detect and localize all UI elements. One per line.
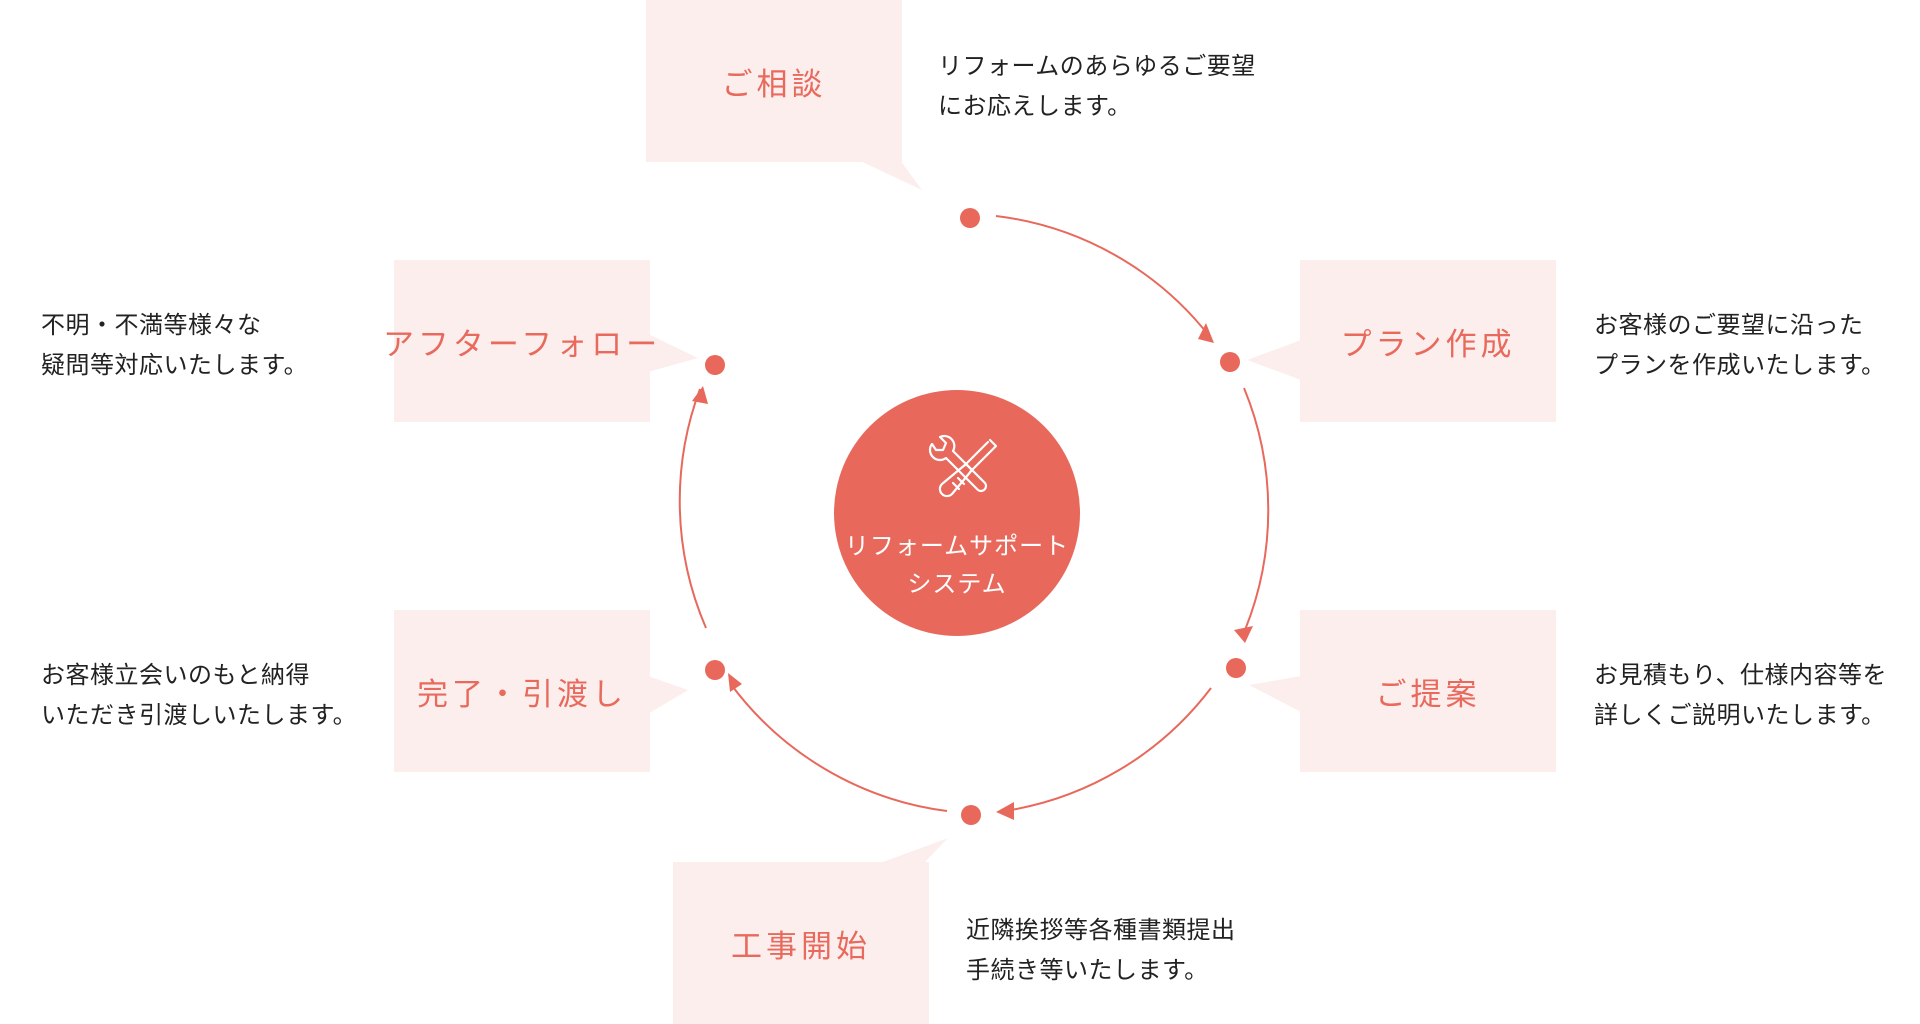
- step-desc-consultation: リフォームのあらゆるご要望 にお応えします。: [938, 52, 1256, 120]
- arc-construction-to-complete: [729, 682, 948, 812]
- node-complete: [705, 660, 725, 680]
- center-title-line1: リフォームサポート: [844, 532, 1070, 560]
- step-label-plan: プラン作成: [1340, 326, 1516, 363]
- arrowhead-to-proposal: [1234, 626, 1253, 643]
- arrowhead-to-construction: [996, 802, 1014, 820]
- arc-complete-to-after: [678, 388, 707, 629]
- step-desc-after-follow: 不明・不満等様々な 疑問等対応いたします。: [41, 311, 309, 379]
- pointer-proposal: [1249, 676, 1301, 712]
- pointer-after: [648, 334, 698, 372]
- arc-plan-to-proposal: [1243, 387, 1270, 631]
- node-proposal: [1226, 658, 1246, 678]
- step-label-consultation: ご相談: [721, 66, 827, 103]
- node-plan: [1220, 352, 1240, 372]
- step-box-plan: プラン作成: [1300, 260, 1556, 422]
- pointer-plan: [1247, 340, 1301, 380]
- arc-consult-to-plan: [995, 215, 1211, 338]
- arrowhead-to-complete: [728, 673, 742, 692]
- step-box-construction: 工事開始: [673, 862, 929, 1024]
- node-consult: [960, 208, 980, 228]
- pointer-complete: [648, 676, 688, 714]
- pointer-consult: [858, 160, 922, 190]
- arrowhead-to-plan: [1198, 323, 1214, 343]
- pointer-construction: [880, 838, 948, 863]
- center-hub: リフォームサポート システム: [834, 390, 1080, 636]
- tools-icon: [928, 434, 998, 498]
- step-box-consultation: ご相談: [646, 0, 902, 162]
- step-box-after-follow: アフターフォロー: [383, 260, 657, 422]
- arc-proposal-to-construction: [1004, 687, 1212, 812]
- node-after: [705, 355, 725, 375]
- step-desc-proposal: お見積もり、仕様内容等を 詳しくご説明いたします。: [1594, 661, 1888, 729]
- step-label-construction: 工事開始: [731, 928, 871, 965]
- node-construction: [961, 805, 981, 825]
- center-title-line2: システム: [907, 570, 1007, 598]
- step-label-after-follow: アフターフォロー: [382, 326, 662, 363]
- step-desc-construction: 近隣挨拶等各種書類提出 手続き等いたします。: [966, 916, 1236, 984]
- step-label-proposal: ご提案: [1375, 676, 1481, 713]
- step-desc-plan: お客様のご要望に沿った プランを作成いたします。: [1594, 311, 1886, 379]
- arrowhead-to-after: [692, 386, 708, 404]
- step-box-proposal: ご提案: [1300, 610, 1556, 772]
- step-label-completion: 完了・引渡し: [417, 676, 627, 713]
- step-desc-completion: お客様立会いのもと納得 いただき引渡しいたします。: [41, 661, 358, 729]
- step-box-completion: 完了・引渡し: [394, 610, 650, 772]
